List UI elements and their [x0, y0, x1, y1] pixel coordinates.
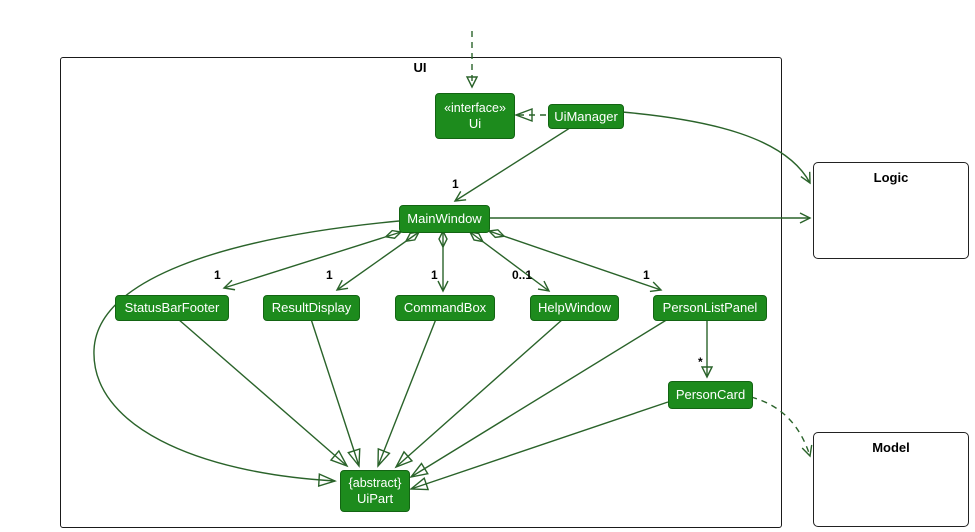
multiplicity-statusbarfooter: 1 [214, 268, 221, 282]
edge-commandbox-uipart [377, 318, 437, 468]
class-resultdisplay: ResultDisplay [263, 295, 360, 321]
multiplicity-personcard: * [698, 355, 703, 369]
package-model: Model [813, 432, 969, 527]
class-uimanager-name: UiManager [554, 108, 618, 124]
class-uipart: {abstract} UiPart [340, 470, 410, 512]
edge-mainwindow-uipart [93, 220, 400, 488]
class-personlistpanel: PersonListPanel [653, 295, 767, 321]
package-logic-title: Logic [873, 170, 909, 185]
class-helpwindow: HelpWindow [530, 295, 619, 321]
class-uimanager: UiManager [548, 104, 624, 129]
class-commandbox-name: CommandBox [403, 300, 487, 316]
edge-mainwindow-personlistpanel [487, 229, 663, 293]
multiplicity-helpwindow: 0..1 [512, 268, 533, 282]
edge-mainwindow-helpwindow [468, 231, 551, 292]
class-uipart-name: UiPart [356, 490, 394, 506]
edge-mainwindow-statusbarfooter [222, 229, 403, 291]
edge-personlistpanel-uipart [409, 318, 669, 479]
class-ui-name: Ui [468, 115, 482, 131]
edge-uimanager-logic [621, 111, 811, 185]
ui-package-label: UI [413, 60, 427, 75]
class-statusbarfooter-name: StatusBarFooter [124, 300, 220, 316]
multiplicity-mainwindow: 1 [452, 177, 459, 191]
edge-helpwindow-uipart [394, 318, 564, 469]
edge-personcard-uipart [409, 401, 669, 491]
edge-personcard-model [750, 396, 813, 458]
multiplicity-resultdisplay: 1 [326, 268, 333, 282]
edge-mainwindow-resultdisplay [335, 231, 421, 291]
class-personlistpanel-name: PersonListPanel [662, 300, 758, 316]
class-ui-stereotype: «interface» [444, 100, 506, 115]
edge-statusbarfooter-uipart [177, 318, 349, 468]
multiplicity-personlistpanel: 1 [643, 268, 650, 282]
class-helpwindow-name: HelpWindow [538, 300, 611, 316]
package-model-title: Model [872, 440, 910, 455]
class-mainwindow-name: MainWindow [407, 211, 482, 227]
class-uipart-stereotype: {abstract} [348, 475, 402, 490]
multiplicity-commandbox: 1 [431, 268, 438, 282]
class-personcard-name: PersonCard [675, 387, 746, 403]
class-statusbarfooter: StatusBarFooter [115, 295, 229, 321]
class-resultdisplay-name: ResultDisplay [271, 300, 352, 316]
package-logic: Logic [813, 162, 969, 259]
class-commandbox: CommandBox [395, 295, 495, 321]
class-mainwindow: MainWindow [399, 205, 490, 233]
class-ui-interface: «interface» Ui [435, 93, 515, 139]
edge-resultdisplay-uipart [310, 318, 361, 468]
edge-uimanager-mainwindow [453, 125, 574, 202]
class-personcard: PersonCard [668, 381, 753, 409]
